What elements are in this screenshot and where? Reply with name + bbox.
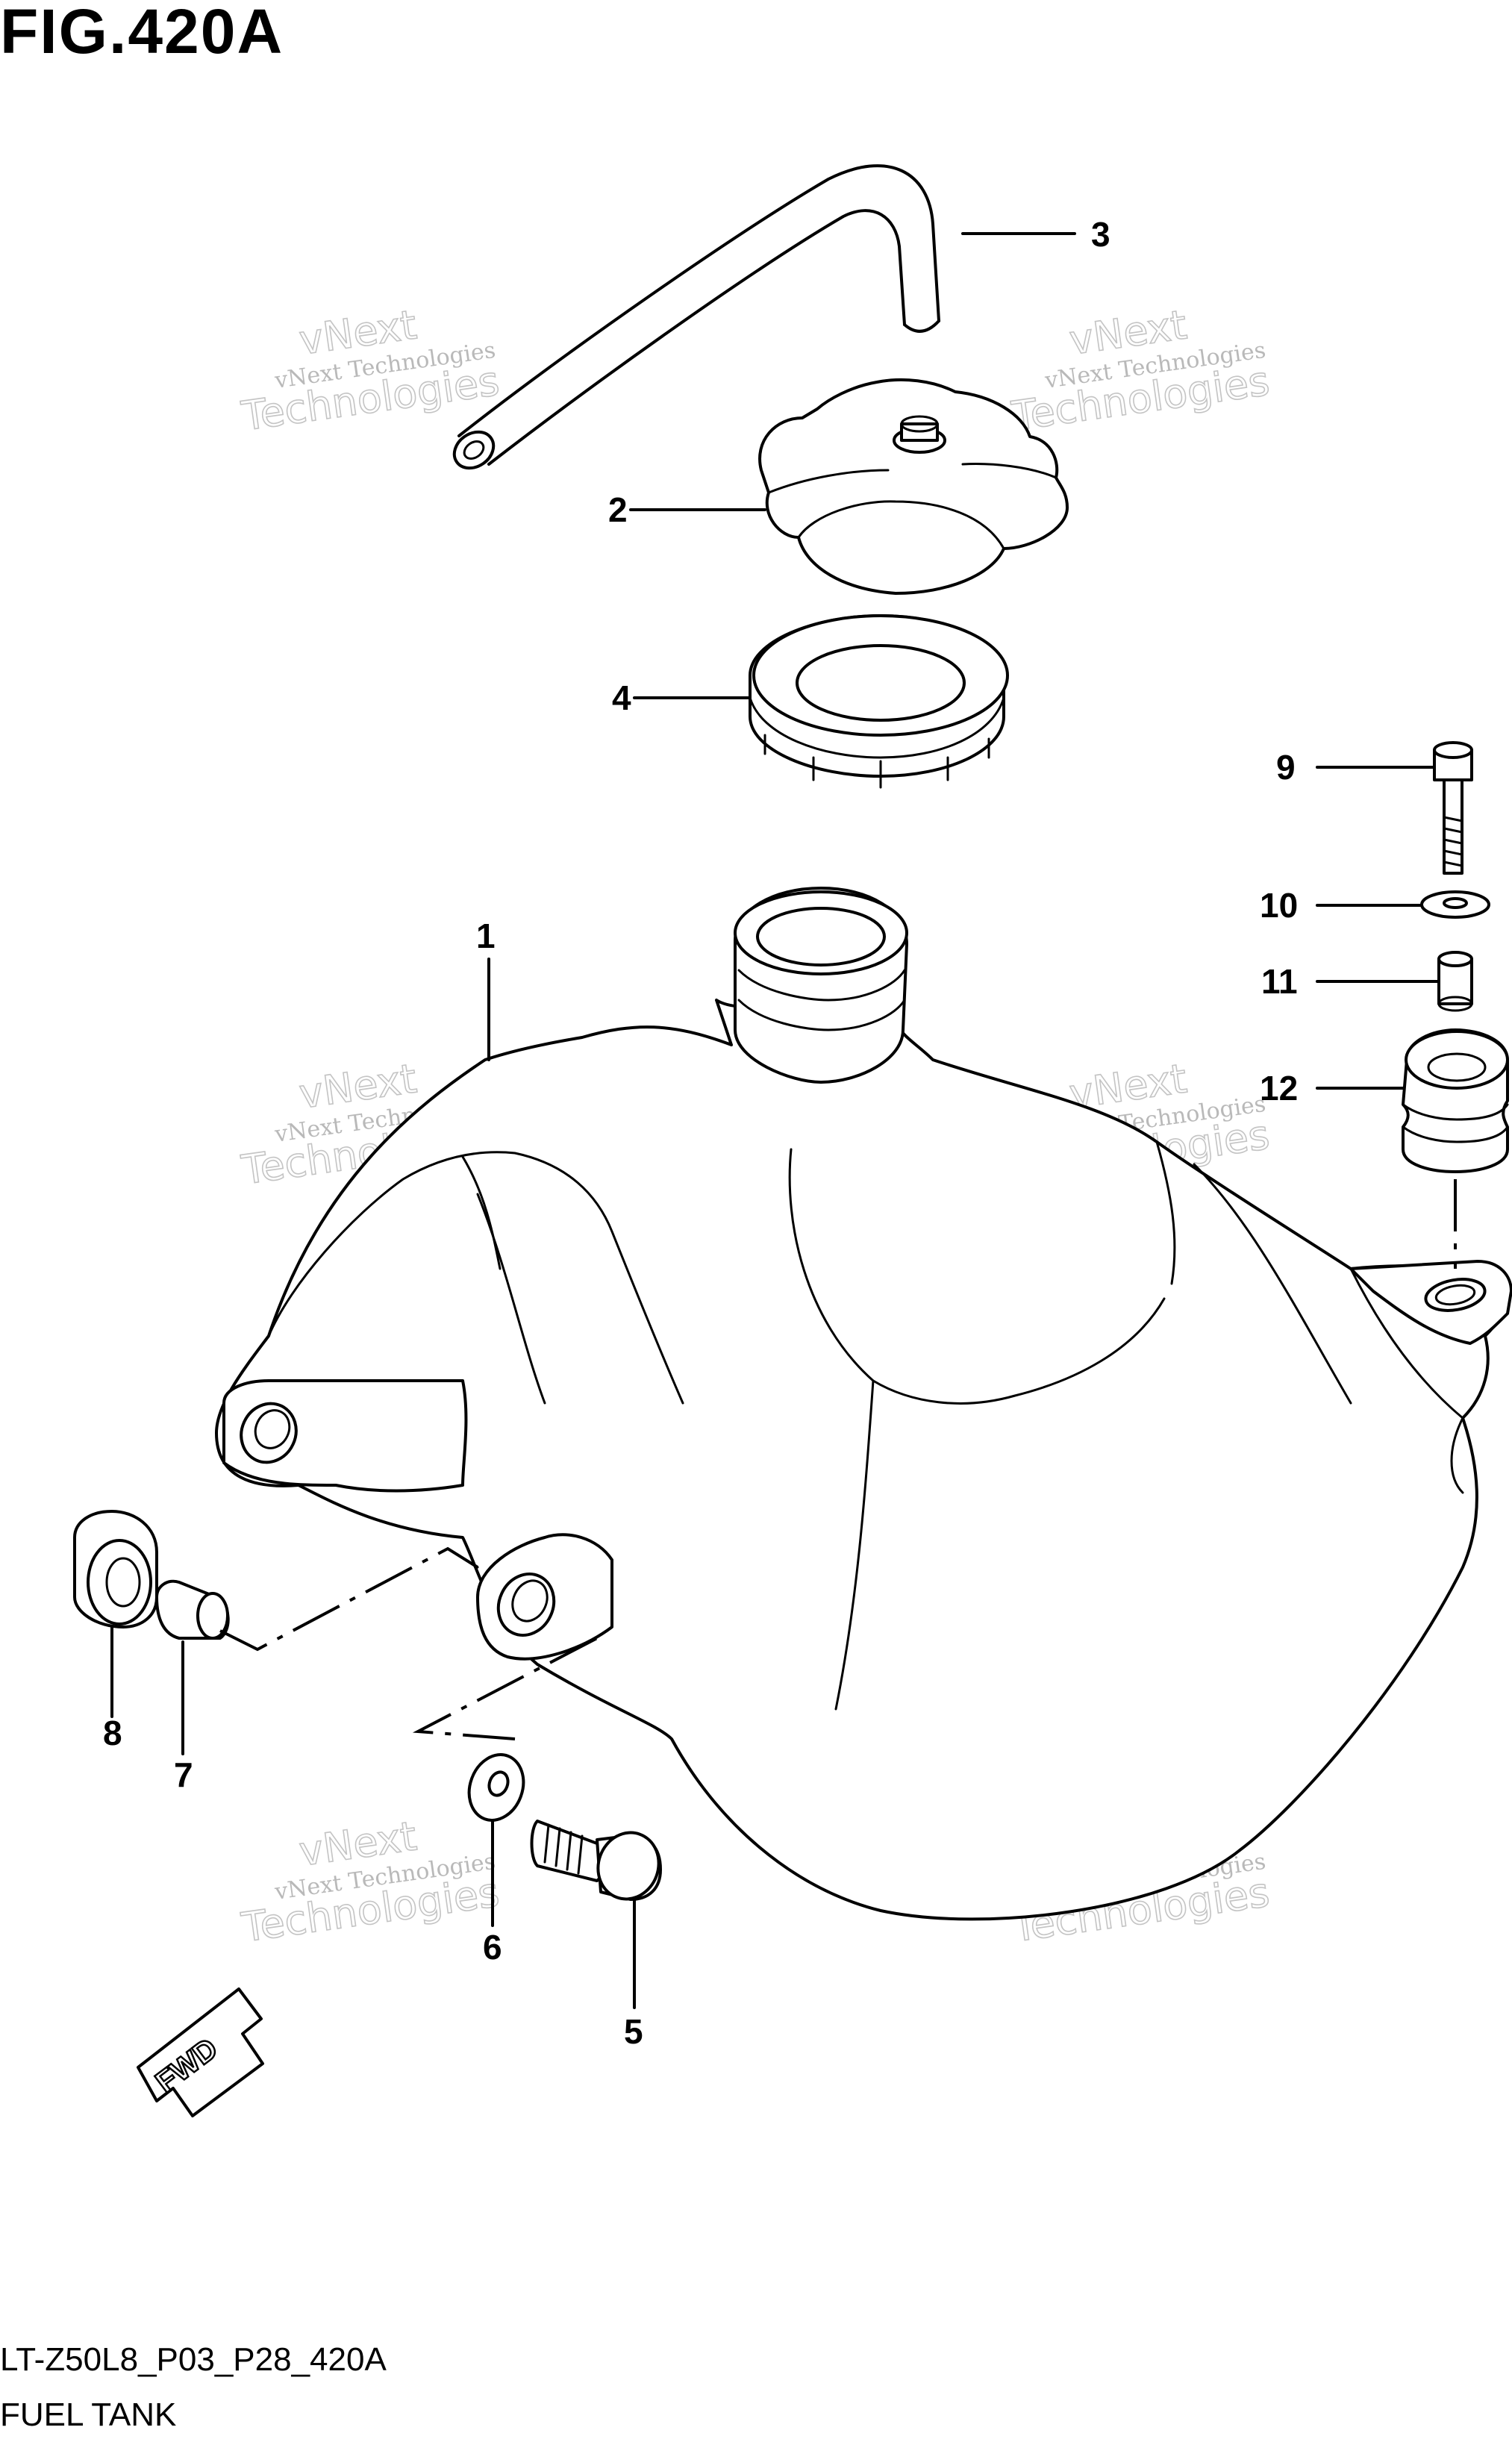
- callout-10: 10: [1260, 886, 1298, 925]
- fuel-cap-gasket: [749, 614, 1009, 789]
- watermark-bottom-left: vNext vNext Technologies Technologies: [238, 1812, 503, 1952]
- watermark-top-right: vNext vNext Technologies Technologies: [1008, 301, 1273, 441]
- washer-6: [467, 1753, 525, 1822]
- callout-8: 8: [103, 1714, 122, 1752]
- figure-description: FUEL TANK: [0, 2396, 177, 2433]
- grommet-8: [73, 1510, 158, 1628]
- grommet-12: [1402, 1028, 1509, 1173]
- fuel-cap: [758, 378, 1069, 595]
- callout-1: 1: [476, 916, 496, 955]
- bolt-9: [1433, 741, 1473, 875]
- callout-4: 4: [612, 678, 631, 717]
- assembly-lines: [219, 1179, 1457, 1740]
- callout-5: 5: [624, 2012, 643, 2051]
- figure-code: LT-Z50L8_P03_P28_420A: [0, 2341, 387, 2378]
- figure-title: FIG.420A: [0, 0, 284, 66]
- callout-7: 7: [174, 1755, 193, 1794]
- callout-2: 2: [608, 490, 628, 529]
- fuel-tank: [215, 887, 1512, 1921]
- callouts: 3 2 4 1 9 10 11 12 8 7 6 5: [103, 215, 1298, 2051]
- watermark-top-left: vNext vNext Technologies Technologies: [238, 301, 503, 441]
- fwd-arrow: FWD: [137, 1987, 264, 2117]
- leader-lines: [110, 232, 1440, 2009]
- callout-6: 6: [483, 1928, 502, 1967]
- collar-7: [155, 1579, 230, 1640]
- washer-10: [1420, 890, 1490, 919]
- breather-hose: [452, 164, 940, 470]
- callout-12: 12: [1260, 1069, 1298, 1108]
- collar-11: [1437, 951, 1473, 1012]
- callout-9: 9: [1276, 748, 1296, 787]
- callout-11: 11: [1261, 962, 1298, 1001]
- callout-3: 3: [1091, 215, 1110, 254]
- bolt-5: [530, 1820, 662, 1901]
